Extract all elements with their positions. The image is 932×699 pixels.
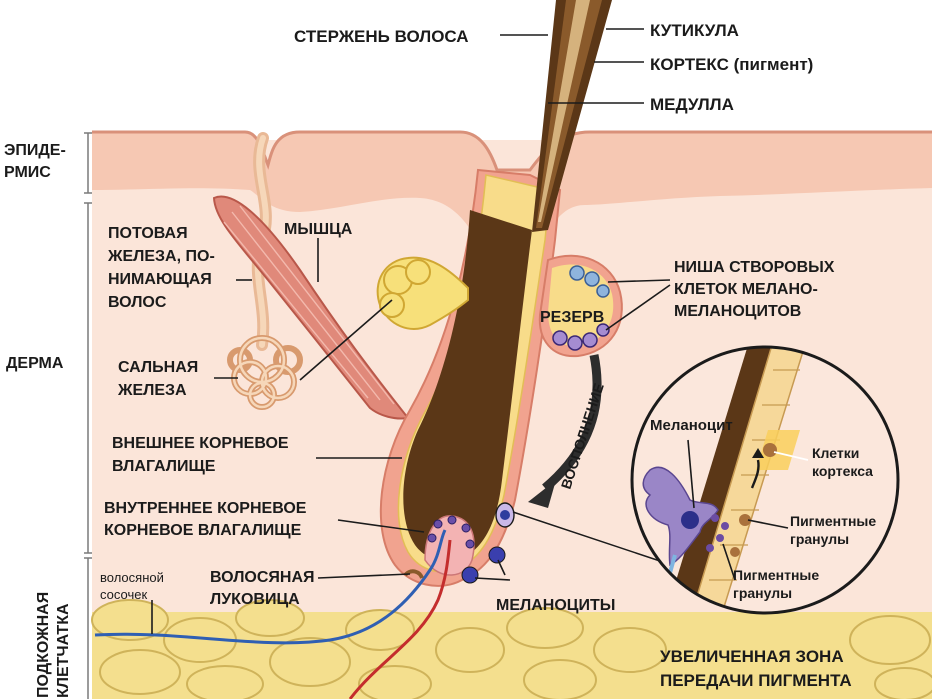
label-medulla: МЕДУЛЛА	[650, 95, 734, 114]
leader-lines	[151, 28, 809, 634]
artery	[348, 539, 452, 699]
label-reserve: РЕЗЕРВ	[540, 309, 604, 326]
label-epidermis: ЭПИДЕ-РМИС	[4, 142, 66, 181]
sheath-melanocytes	[461, 502, 515, 584]
sebaceous-gland	[376, 256, 469, 330]
fat-layer	[91, 599, 932, 699]
bulb-melanocytes	[427, 515, 475, 549]
replenish-arrow	[528, 354, 602, 508]
label-cortex: КОРТЕКС (пигмент)	[650, 55, 813, 74]
stem-cells	[569, 265, 610, 298]
arrector-muscle	[212, 195, 410, 420]
stem-cell-niche	[538, 254, 623, 358]
label-dermis: ДЕРМА	[6, 355, 64, 372]
label-shaft: СТЕРЖЕНЬ ВОЛОСА	[294, 27, 469, 46]
inset-label-melanocyte: Меланоцит	[650, 417, 733, 434]
hair-shaft	[532, 0, 612, 232]
layer-brackets	[84, 132, 92, 699]
label-muscle: МЫШЦА	[284, 221, 353, 238]
zoom-inset	[512, 345, 900, 615]
hair-bulb	[403, 210, 532, 561]
label-melanocytes: МЕЛАНОЦИТЫ	[496, 597, 615, 614]
label-cuticle: КУТИКУЛА	[650, 21, 739, 40]
sweat-gland	[227, 132, 303, 410]
vein	[94, 529, 447, 645]
reserve-melanocytes	[552, 323, 610, 351]
